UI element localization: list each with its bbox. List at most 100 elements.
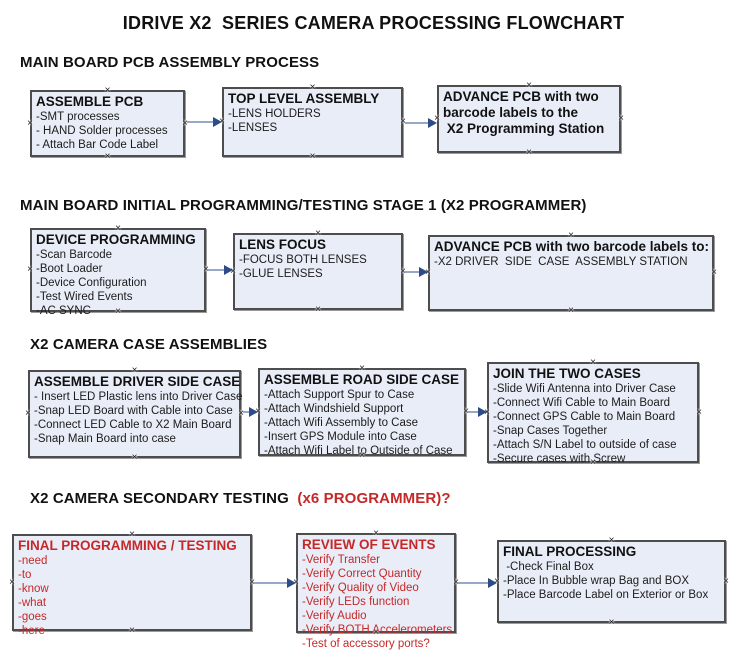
box-title: FINAL PROCESSING: [503, 544, 637, 559]
box-line: -Insert GPS Module into Case: [264, 431, 417, 443]
box-line: -Connect GPS Cable to Main Board: [493, 411, 676, 423]
box-line: -Test Wired Events: [36, 291, 133, 303]
box-line: -Scan Barcode: [36, 249, 113, 261]
box-line: -Place Barcode Label on Exterior or Box: [503, 589, 709, 601]
box-line: -LENS HOLDERS: [228, 108, 321, 120]
box-title: ASSEMBLE ROAD SIDE CASE: [264, 372, 460, 387]
section-heading-case-assemblies: X2 CAMERA CASE ASSEMBLIES: [30, 336, 268, 353]
arrowhead-icon: [478, 407, 487, 417]
connection-handle-icon: ×: [696, 406, 702, 418]
connection-handle-icon: ×: [309, 151, 316, 162]
box-final-processing: × × × × FINAL PROCESSING -Check Final Bo…: [494, 536, 729, 628]
box-line: -Snap Cases Together: [493, 425, 608, 437]
box-line: -Attach Windshield Support: [264, 403, 404, 415]
box-line: -Test of accessory ports?: [302, 638, 430, 650]
box-line: -what: [18, 597, 47, 609]
arrowhead-icon: [428, 118, 437, 128]
box-assemble-driver-side-case: × × × × ASSEMBLE DRIVER SIDE CASE - Inse…: [25, 366, 244, 463]
box-line: -Verify Audio: [302, 610, 367, 622]
box-line: -Attach Support Spur to Case: [264, 389, 415, 401]
connector-arrow: [243, 407, 258, 417]
box-line: -Slide Wifi Antenna into Driver Case: [493, 383, 676, 395]
box-title: X2 Programming Station: [443, 121, 605, 136]
box-line: -know: [18, 583, 49, 595]
box-line: -Connect LED Cable to X2 Main Board: [34, 419, 232, 431]
box-join-the-two-cases: × × × × JOIN THE TWO CASES -Slide Wifi A…: [484, 358, 702, 468]
box-title: JOIN THE TWO CASES: [493, 366, 641, 381]
arrowhead-icon: [488, 578, 497, 588]
box-line: -Secure cases with Screw: [493, 453, 626, 465]
box-line: -Boot Loader: [36, 263, 103, 275]
box-line: -need: [18, 555, 48, 567]
box-device-programming: × × × × DEVICE PROGRAMMING -Scan Barcode…: [27, 224, 209, 318]
heading-text-red: (x6 PROGRAMMER)?: [293, 490, 451, 507]
box-line: -Attach Wifi Label to Outside of Case: [264, 445, 453, 457]
box-line: -FOCUS BOTH LENSES: [239, 254, 367, 266]
connection-handle-icon: ×: [711, 267, 717, 278]
box-title: ASSEMBLE PCB: [36, 94, 144, 109]
connector-arrow: [468, 407, 487, 417]
box-line: -Place In Bubble wrap Bag and BOX: [503, 575, 690, 587]
box-line: -goes: [18, 611, 47, 623]
box-line: -Check Final Box: [503, 561, 594, 573]
connection-handle-icon: ×: [27, 264, 33, 275]
box-title: TOP LEVEL ASSEMBLY: [228, 91, 380, 106]
box-line: -Verify Quality of Video: [302, 582, 419, 594]
box-line: -Snap LED Board with Cable into Case: [34, 405, 233, 417]
section-heading-pcb-assembly: MAIN BOARD PCB ASSEMBLY PROCESS: [20, 54, 320, 71]
box-line: - Insert LED Plastic lens into Driver Ca…: [34, 391, 243, 403]
box-line: -Verify BOTH Accelerometers: [302, 624, 453, 636]
box-line: -GLUE LENSES: [239, 268, 323, 280]
arrowhead-icon: [249, 407, 258, 417]
box-line: -AC SYNC: [36, 305, 91, 317]
connector-arrow: [405, 118, 437, 128]
connection-handle-icon: ×: [25, 408, 31, 419]
box-line: - HAND Solder processes: [36, 125, 168, 137]
box-title: ADVANCE PCB with two barcode labels to:: [434, 239, 710, 254]
box-title: REVIEW OF EVENTS: [302, 537, 436, 552]
box-line: - Attach Bar Code Label: [36, 139, 159, 151]
box-line: -Attach Wifi Assembly to Case: [264, 417, 419, 429]
box-title: LENS FOCUS: [239, 237, 327, 252]
box-line: -Verify Transfer: [302, 554, 380, 566]
connector-arrow: [187, 117, 222, 127]
box-final-programming-testing: × × × × FINAL PROGRAMMING / TESTING -nee…: [9, 530, 255, 638]
box-line: -X2 DRIVER SIDE CASE ASSEMBLY STATION: [434, 256, 688, 268]
connector-arrow: [405, 267, 428, 277]
box-line: -Device Configuration: [36, 277, 147, 289]
box-title: DEVICE PROGRAMMING: [36, 232, 196, 247]
box-line: -to: [18, 569, 32, 581]
arrowhead-icon: [419, 267, 428, 277]
box-title: ADVANCE PCB with two: [443, 89, 599, 104]
connector-arrow: [254, 578, 296, 588]
connection-handle-icon: ×: [182, 117, 188, 129]
connection-handle-icon: ×: [104, 151, 111, 162]
box-line: -Snap Main Board into case: [34, 433, 176, 445]
box-lens-focus: × × × × LENS FOCUS -FOCUS BOTH LENSES -G…: [230, 229, 406, 315]
connection-handle-icon: ×: [608, 617, 615, 628]
connection-handle-icon: ×: [27, 117, 33, 129]
section-heading-secondary-testing: X2 CAMERA SECONDARY TESTING (x6 PROGRAMM…: [30, 490, 451, 507]
box-line: -Connect Wifi Cable to Main Board: [493, 397, 671, 409]
box-line: -here: [18, 625, 45, 637]
page-title: IDRIVE X2 SERIES CAMERA PROCESSING FLOWC…: [122, 13, 625, 33]
connection-handle-icon: ×: [723, 575, 729, 587]
connection-handle-icon: ×: [618, 113, 624, 124]
section-heading-initial-programming: MAIN BOARD INITIAL PROGRAMMING/TESTING S…: [20, 197, 587, 214]
connection-handle-icon: ×: [568, 305, 574, 316]
box-top-level-assembly: × × × × TOP LEVEL ASSEMBLY -LENS HOLDERS…: [219, 83, 406, 162]
connection-handle-icon: ×: [526, 147, 532, 158]
box-advance-pcb-driver-side-station: × × × × ADVANCE PCB with two barcode lab…: [425, 231, 717, 316]
box-title: FINAL PROGRAMMING / TESTING: [18, 538, 237, 553]
box-line: -SMT processes: [36, 111, 120, 123]
box-title: ASSEMBLE DRIVER SIDE CASE: [34, 374, 241, 389]
heading-text: X2 CAMERA SECONDARY TESTING: [30, 490, 294, 507]
box-assemble-road-side-case: × × × × ASSEMBLE ROAD SIDE CASE -Attach …: [255, 364, 469, 461]
box-line: -Verify LEDs function: [302, 596, 410, 608]
arrowhead-icon: [213, 117, 222, 127]
connector-arrow: [208, 265, 233, 275]
box-line: -Verify Correct Quantity: [302, 568, 422, 580]
connection-handle-icon: ×: [315, 304, 321, 315]
box-assemble-pcb: × × × × ASSEMBLE PCB -SMT processes - HA…: [27, 86, 188, 162]
